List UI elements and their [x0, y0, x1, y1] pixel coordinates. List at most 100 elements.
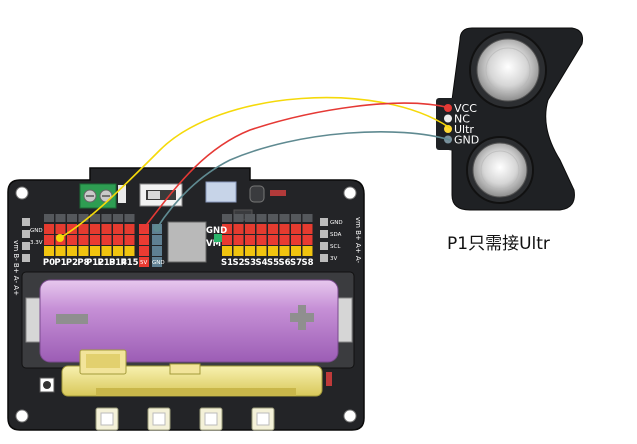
header-pin-vcc	[291, 224, 301, 234]
battery-18650	[39, 279, 339, 363]
right-pin-label: S2	[232, 258, 244, 268]
header-pin-vcc	[268, 235, 278, 245]
transducer-top	[469, 31, 547, 109]
header-pin-gnd	[55, 214, 66, 222]
led	[249, 185, 265, 203]
label-gnd-small: GND	[152, 260, 165, 266]
header-pin-gnd	[113, 214, 123, 222]
header-pin-vcc	[279, 235, 290, 245]
label-vm: VM	[206, 239, 221, 249]
vertical-label-left: vm B- B+ A- A+	[12, 240, 20, 296]
header-pin-gnd	[291, 214, 301, 222]
left-pin-label: P12	[86, 258, 104, 268]
header-pin-signal	[233, 246, 244, 256]
header-pin-vcc	[268, 224, 278, 234]
header-pin-gnd	[302, 214, 313, 222]
wire-end-signal	[56, 234, 64, 242]
header-pin-signal	[256, 246, 267, 256]
terminal-block	[79, 183, 117, 209]
header-pin-signal	[78, 246, 89, 256]
header-pin-vcc	[78, 224, 89, 234]
header-pin-signal	[124, 246, 135, 256]
header-pin-vcc	[291, 235, 301, 245]
header-pin-signal	[302, 246, 313, 256]
side-pin	[320, 254, 328, 262]
usb-port	[205, 181, 237, 203]
side-pin	[22, 218, 30, 226]
vertical-label-right: vm B+ A+ A-	[354, 217, 362, 264]
side-label-3v: 3V	[330, 256, 337, 262]
right-pin-label: S8	[301, 258, 313, 268]
mounting-hole	[15, 409, 29, 423]
left-pin-label: P14	[109, 258, 127, 268]
small-component	[118, 185, 126, 203]
header-pin-vcc	[233, 235, 244, 245]
left-pin-label: P2	[66, 258, 78, 268]
sensor-pin-label: VCC	[454, 102, 477, 115]
left-pin-label: P8	[77, 258, 89, 268]
caption-text: P1只需接Ultr	[447, 234, 550, 254]
side-label-gnd-right: GND	[330, 220, 343, 226]
header-pin-gnd	[256, 214, 267, 222]
header-pin-signal	[55, 246, 66, 256]
header-pin-vcc	[44, 224, 54, 234]
right-side-pin-header	[320, 218, 328, 262]
right-pin-label: S4	[255, 258, 267, 268]
header-pin-signal	[245, 246, 255, 256]
header-pin-signal	[291, 246, 301, 256]
right-pin-label: S7	[290, 258, 302, 268]
header-pin-vcc	[101, 235, 112, 245]
left-side-pin-header	[22, 218, 30, 262]
resistor	[270, 190, 286, 196]
battery-plus-sign	[290, 305, 314, 330]
wire-signal	[59, 96, 451, 239]
label-5v: 5V	[140, 260, 147, 266]
battery-minus-sign	[56, 314, 88, 324]
header-pin-vcc	[44, 235, 54, 245]
header-pin-gnd	[90, 214, 100, 222]
left-pin-label: P0	[43, 258, 55, 268]
header-pin-vcc	[222, 235, 232, 245]
component	[326, 372, 332, 386]
sensor-pin-ultr	[444, 125, 452, 133]
header-pin-vcc	[245, 235, 255, 245]
header-pin-vcc	[124, 224, 135, 234]
mounting-hole	[343, 186, 357, 200]
header-pin-vcc	[55, 224, 66, 234]
side-pin	[320, 218, 328, 226]
header-pin-gnd	[101, 214, 112, 222]
header-pin-gnd	[67, 214, 77, 222]
header-pin-gnd	[78, 214, 89, 222]
header-pin-signal	[67, 246, 77, 256]
header-pin-vcc	[113, 224, 123, 234]
microcontroller	[167, 221, 207, 263]
side-label-scl: SCL	[330, 244, 341, 250]
wire-vcc	[143, 102, 451, 229]
side-label-sda: SDA	[330, 232, 342, 238]
right-pin-label: S1	[221, 258, 233, 268]
right-pin-label: S5	[267, 258, 279, 268]
header-pin-gnd	[245, 214, 255, 222]
header-pin-signal	[222, 246, 232, 256]
header-pin-vcc	[90, 224, 100, 234]
side-pin	[22, 230, 30, 238]
sensor-pin-label: NC	[454, 113, 470, 126]
mounting-hole	[15, 186, 29, 200]
vm-jumper	[214, 234, 222, 242]
carrier-board: GND 3.3V vm B- B+ A- A+ GND SDA SCL 3V v…	[7, 167, 365, 431]
header-pin-gnd	[279, 214, 290, 222]
header-pin-vcc	[101, 224, 112, 234]
header-pin-signal	[90, 246, 100, 256]
header-pin-signal	[113, 246, 123, 256]
header-pin-vcc	[124, 235, 135, 245]
header-pin-gnd	[124, 214, 135, 222]
header-pin-vcc	[90, 235, 100, 245]
sensor-pin-label: Ultr	[454, 123, 474, 136]
mounting-hole	[343, 409, 357, 423]
header-pin-gnd	[222, 214, 232, 222]
header-pin-vcc	[245, 224, 255, 234]
right-pin-label: S3	[244, 258, 256, 268]
